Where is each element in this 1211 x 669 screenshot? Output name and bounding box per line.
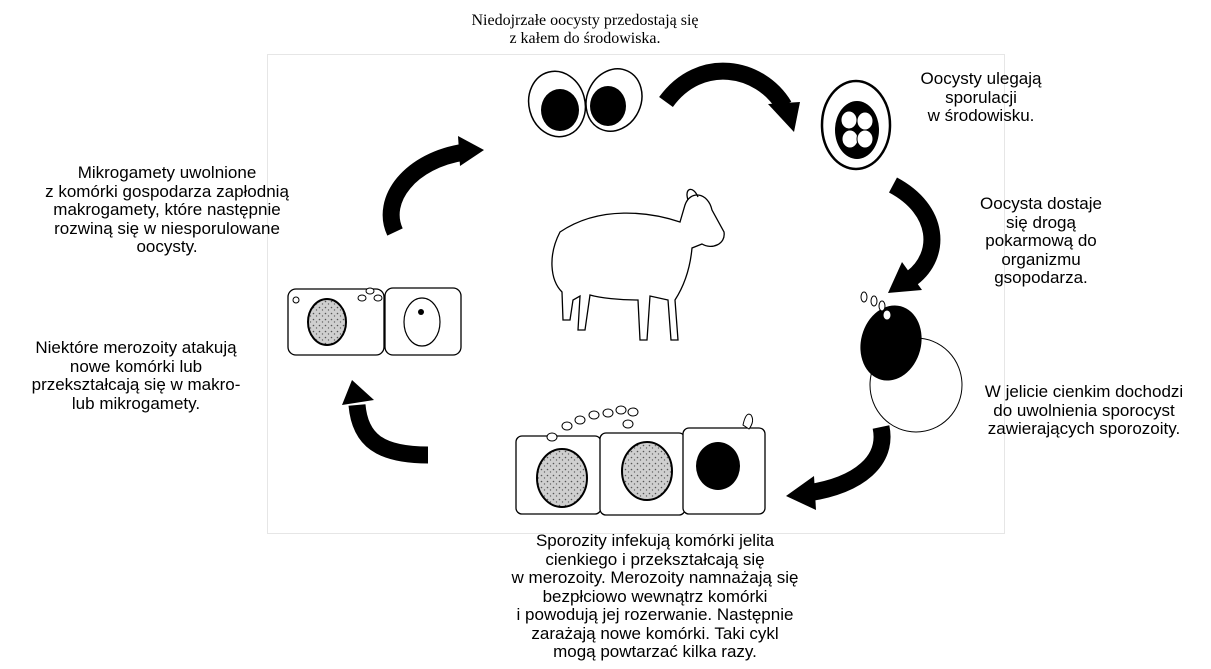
excysting-oocyst [852,292,962,432]
step-unsporulated-oocysts-text: Niedojrzałe oocysty przedostają się z ka… [395,12,775,48]
arrow-4 [342,380,428,455]
step-gametogony-text: Niektóre merozoity atakują nowe komórki … [0,339,272,413]
step-sporocyst-release-text: W jelicie cienkim dochodzi do uwolnienia… [960,383,1208,439]
arrow-1 [666,71,800,132]
arrow-3 [786,427,882,510]
unsporulated-oocysts [521,60,652,144]
step-merogony-text: Sporozity infekują komórki jelita cienki… [480,532,830,662]
arrow-2 [888,185,932,293]
sporulated-oocyst [822,81,890,169]
infected-intestinal-cells [516,406,765,515]
arrow-5 [391,136,484,232]
step-sporulation-text: Oocysty ulegają sporulacji w środowisku. [906,70,1056,126]
gamont-cells [288,288,461,355]
goat-host-illustration [552,189,724,340]
step-fertilization-text: Mikrogamety uwolnione z komórki gospodar… [22,164,312,257]
step-ingestion-text: Oocysta dostaje się drogą pokarmową do o… [966,195,1116,288]
